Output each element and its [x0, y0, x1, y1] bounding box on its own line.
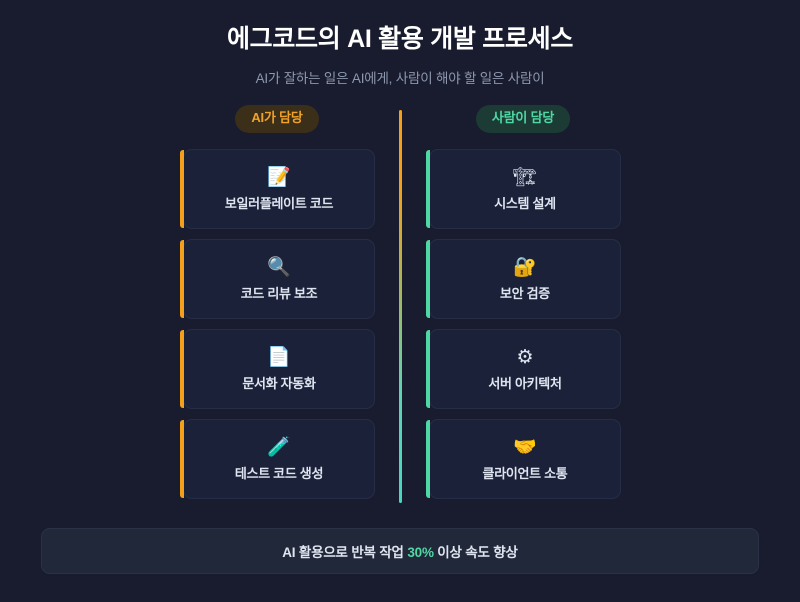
accent-bar — [180, 240, 184, 319]
card-human-0[interactable]: 🏗 시스템 설계 — [426, 149, 621, 230]
handshake-icon: 🤝 — [513, 436, 537, 459]
column-ai: AI가 담당 📝 보일러플레이트 코드 🔍 코드 리뷰 보조 📄 문서화 자동화 — [179, 105, 375, 500]
lock-with-key-icon: 🔐 — [513, 256, 537, 279]
card-label: 시스템 설계 — [494, 195, 556, 211]
center-divider — [399, 110, 402, 504]
columns-container: AI가 담당 📝 보일러플레이트 코드 🔍 코드 리뷰 보조 📄 문서화 자동화 — [0, 105, 800, 504]
construction-crane-icon: 🏗 — [512, 166, 538, 189]
accent-bar — [426, 150, 430, 229]
card-human-3[interactable]: 🤝 클라이언트 소통 — [426, 419, 621, 500]
magnifying-glass-icon: 🔍 — [267, 256, 291, 279]
accent-bar — [426, 420, 430, 499]
card-ai-1[interactable]: 🔍 코드 리뷰 보조 — [180, 239, 375, 320]
test-tube-icon: 🧪 — [267, 436, 291, 459]
card-human-1[interactable]: 🔐 보안 검증 — [426, 239, 621, 320]
card-label: 서버 아키텍처 — [488, 375, 562, 391]
header: 에그코드의 AI 활용 개발 프로세스 AI가 잘하는 일은 AI에게, 사람이… — [0, 0, 800, 87]
card-ai-0[interactable]: 📝 보일러플레이트 코드 — [180, 149, 375, 230]
card-label: 보안 검증 — [500, 285, 550, 301]
page-subtitle: AI가 잘하는 일은 AI에게, 사람이 해야 할 일은 사람이 — [255, 71, 545, 87]
document-icon: 📄 — [267, 346, 291, 369]
card-list-ai: 📝 보일러플레이트 코드 🔍 코드 리뷰 보조 📄 문서화 자동화 🧪 — [179, 149, 375, 500]
accent-bar — [180, 150, 184, 229]
card-list-human: 🏗 시스템 설계 🔐 보안 검증 ⚙ 서버 아키텍처 🤝 클라이언트 소통 — [425, 149, 621, 500]
accent-bar — [180, 330, 184, 409]
accent-bar — [180, 420, 184, 499]
card-ai-3[interactable]: 🧪 테스트 코드 생성 — [180, 419, 375, 500]
footer-highlight-value: 30% — [407, 545, 434, 560]
footer-text-after: 이상 속도 향상 — [433, 545, 518, 560]
footer-summary-text: AI 활용으로 반복 작업 30% 이상 속도 향상 — [282, 541, 518, 561]
accent-bar — [426, 240, 430, 319]
card-label: 클라이언트 소통 — [482, 465, 568, 481]
accent-bar — [426, 330, 430, 409]
footer-summary-bar: AI 활용으로 반복 작업 30% 이상 속도 향상 — [41, 528, 759, 574]
memo-icon: 📝 — [267, 166, 291, 189]
badge-human: 사람이 담당 — [475, 105, 571, 134]
card-label: 테스트 코드 생성 — [234, 465, 324, 481]
card-ai-2[interactable]: 📄 문서화 자동화 — [180, 329, 375, 410]
card-label: 코드 리뷰 보조 — [240, 285, 318, 301]
card-human-2[interactable]: ⚙ 서버 아키텍처 — [426, 329, 621, 410]
card-label: 문서화 자동화 — [242, 375, 316, 391]
badge-ai: AI가 담당 — [235, 105, 319, 134]
card-label: 보일러플레이트 코드 — [224, 195, 334, 211]
page-title: 에그코드의 AI 활용 개발 프로세스 — [226, 25, 574, 53]
gear-icon: ⚙ — [516, 346, 534, 369]
column-human: 사람이 담당 🏗 시스템 설계 🔐 보안 검증 ⚙ 서버 아키텍처 — [425, 105, 621, 500]
footer-text-before: AI 활용으로 반복 작업 — [282, 545, 408, 560]
